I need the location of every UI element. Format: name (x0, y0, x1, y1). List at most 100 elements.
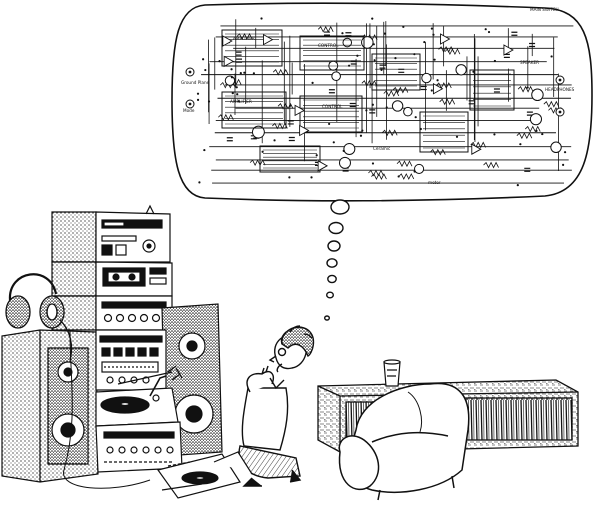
schematic-circle (342, 37, 353, 48)
schematic-circle (541, 132, 544, 136)
schematic-circle (455, 64, 467, 76)
hifi-stack (1, 204, 223, 489)
schematic-circle (371, 103, 374, 106)
base-unit (95, 421, 183, 473)
schematic-path (287, 120, 294, 125)
schematic-path (529, 42, 536, 48)
kneeling-man (238, 325, 315, 487)
schematic-rect (299, 95, 363, 133)
schematic-circle (563, 151, 567, 154)
schematic-circle (550, 141, 562, 154)
thought-bubble: Ground Plane Mode AMPLIFIER AMPLIFIER CO… (171, 2, 593, 202)
schematic-path (218, 113, 234, 121)
label-amplifier-top: AMPLIFIER (233, 36, 255, 41)
schematic-circle (455, 135, 459, 138)
schematic-circle (550, 55, 553, 58)
schematic-circle (526, 86, 529, 89)
schematic-circle (230, 76, 234, 79)
schematic-circle (558, 78, 562, 82)
schematic-circle (338, 156, 351, 169)
schematic-circle (361, 129, 364, 132)
schematic-path (503, 44, 514, 56)
schematic-circle (188, 102, 192, 106)
schematic-rect (371, 53, 421, 91)
schematic-circle (419, 127, 422, 131)
schematic-path (483, 161, 499, 169)
schematic-path (328, 89, 335, 94)
schematic-path (249, 159, 266, 167)
schematic-path (294, 104, 305, 117)
schematic-path (524, 125, 541, 133)
schematic-path (369, 109, 376, 114)
schematic-circle (519, 143, 522, 146)
schematic-circle (231, 92, 234, 95)
schematic-path (317, 160, 329, 172)
schematic-path (438, 46, 454, 53)
label-mode: Mode (183, 108, 195, 113)
label-ground-plane: Ground Plane (181, 80, 210, 85)
floor-records (156, 451, 253, 499)
schematic-circle (430, 89, 433, 92)
schematic-circle (432, 33, 435, 36)
schematic-circle (371, 162, 375, 165)
schematic-circle (562, 163, 565, 166)
schematic-path (471, 143, 482, 155)
schematic-circle (423, 40, 426, 44)
schematic-circle (529, 113, 543, 126)
schematic-path (432, 82, 444, 95)
label-headphones: HEADPHONES (545, 87, 575, 92)
schematic-circle (472, 70, 475, 73)
schematic-path (396, 160, 413, 168)
schematic-circle (273, 139, 276, 142)
schematic-circle (373, 59, 376, 62)
schematic-path (349, 102, 356, 108)
schematic-circle (196, 98, 200, 101)
left-speaker (1, 329, 99, 483)
schematic-path (371, 173, 387, 180)
schematic-circle (436, 79, 439, 82)
schematic-path (440, 33, 451, 45)
schematic-circle (237, 100, 240, 103)
schematic-circle (383, 32, 386, 35)
schematic-path (317, 25, 334, 33)
schematic-circle (391, 100, 404, 112)
schematic-path (420, 85, 427, 91)
schematic-circle (315, 154, 318, 157)
schematic-rect (221, 91, 287, 129)
schematic-path (383, 90, 400, 97)
schematic-circle (380, 68, 383, 71)
amplifier-unit (51, 295, 173, 331)
schematic-labels: Ground Plane Mode AMPLIFIER AMPLIFIER CO… (181, 7, 575, 185)
schematic-circle (421, 72, 432, 84)
schematic-path (288, 136, 295, 142)
schematic-circle (341, 32, 344, 35)
schematic-circle (198, 181, 201, 184)
schematic-circle (235, 86, 238, 89)
schematic-circle (342, 149, 345, 152)
label-amplifier-bottom: AMPLIFIER (230, 99, 252, 104)
schematic-circle (204, 68, 207, 72)
schematic-circle (243, 71, 246, 74)
label-ceramic: Ceramic (373, 146, 391, 151)
schematic-path (470, 141, 487, 149)
schematic-circle (402, 25, 405, 28)
armchair (338, 382, 470, 501)
schematic-circle (531, 88, 544, 102)
schematic-circle (397, 175, 400, 178)
schematic-circle (331, 71, 341, 82)
label-speaker: SPEAKER (520, 60, 539, 65)
schematic-circle (371, 17, 374, 20)
schematic-path (517, 85, 534, 93)
schematic-path (272, 122, 288, 130)
schematic-rect (299, 35, 365, 71)
schematic-circle (558, 110, 562, 114)
schematic-circle (261, 150, 264, 153)
schematic-path (299, 124, 310, 137)
label-main-switch: MAIN SWITCH (530, 7, 559, 12)
schematic-circle (202, 58, 205, 61)
schematic-circle (343, 142, 356, 155)
schematic-circle (230, 68, 233, 71)
schematic-circle (311, 81, 314, 84)
schematic-rect (419, 111, 469, 153)
